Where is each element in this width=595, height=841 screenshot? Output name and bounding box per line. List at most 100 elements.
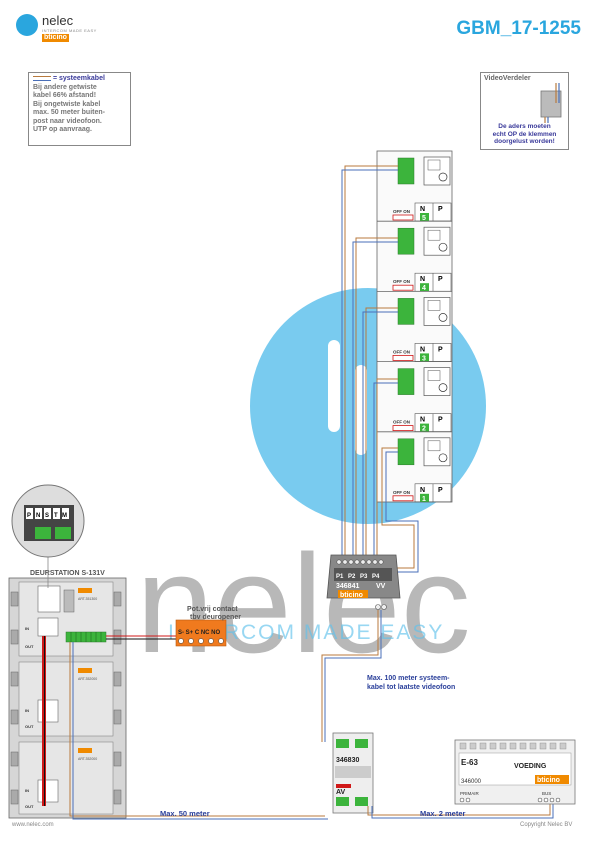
p-label: P bbox=[438, 206, 443, 213]
terminal-block bbox=[397, 227, 415, 255]
off-on-label: OFF ON bbox=[393, 490, 410, 495]
off-on-label: OFF ON bbox=[393, 279, 410, 284]
module-art: ART.351300 bbox=[78, 597, 97, 601]
system-cable-swatch bbox=[33, 75, 51, 81]
out-label: OUT bbox=[25, 724, 34, 729]
footer-website: www.nelec.com bbox=[12, 822, 54, 828]
monitor-number: 2 bbox=[422, 426, 426, 433]
port-label: P4 bbox=[372, 574, 380, 580]
monitor-unit: OFF ON N P 2 bbox=[377, 361, 452, 433]
off-on-label: OFF ON bbox=[393, 420, 410, 425]
power-supply: E-63 VOEDING 346000 bticino PRIMAIR BUS bbox=[454, 739, 576, 805]
legend-line: UTP op aanvraag. bbox=[33, 126, 93, 133]
cable-note-100: kabel tot laatste videofoon bbox=[367, 684, 455, 691]
p-label: P bbox=[438, 487, 443, 494]
n-label: N bbox=[420, 346, 425, 353]
port-label: P1 bbox=[336, 574, 344, 580]
in-label: IN bbox=[25, 626, 29, 631]
splitter-note-line: De aders moeten bbox=[498, 123, 551, 130]
video-distributor: P1 P2 P3 P4 346841 VV bticino bbox=[326, 554, 401, 610]
splitter-note-line: echt OP de klemmen bbox=[492, 130, 557, 138]
bticino-logo: bticino bbox=[42, 34, 69, 42]
n-label: N bbox=[420, 487, 425, 494]
video-splitter-title: VideoVerdeler bbox=[484, 75, 531, 82]
monitor-number: 1 bbox=[422, 496, 426, 503]
relay-caption: Pot.vrij contact bbox=[187, 606, 238, 613]
door-station: ART.351300 ART.352000 ART.352000 IN OUT … bbox=[8, 577, 127, 819]
monitor-unit: OFF ON N P 1 bbox=[377, 431, 452, 503]
video-splitter-note: VideoVerdeler De aders moeten echt OP de… bbox=[480, 72, 569, 150]
p-label: P bbox=[438, 417, 443, 424]
module-art: ART.352000 bbox=[78, 677, 97, 681]
psu-title: VOEDING bbox=[514, 763, 547, 770]
p-label: P bbox=[438, 346, 443, 353]
monitor-number: 3 bbox=[422, 355, 426, 362]
splitter-note-line: doorgelust worden! bbox=[494, 138, 555, 145]
legend-title: = systeemkabel bbox=[52, 75, 105, 82]
monitor-cables bbox=[341, 165, 419, 573]
module-art: ART.352000 bbox=[78, 757, 97, 761]
watermark-tagline: INTERCOM MADE EASY bbox=[168, 621, 444, 644]
legend-line: kabel 66% afstand! bbox=[33, 92, 97, 99]
terminal-block bbox=[397, 438, 415, 466]
camera-module bbox=[37, 585, 61, 613]
terminal-block bbox=[397, 368, 415, 395]
psu-bus: BUS bbox=[542, 791, 551, 796]
in-label: IN bbox=[25, 788, 29, 793]
cable-note-2: Max. 2 meter bbox=[420, 809, 466, 818]
distributor-model: 346841 bbox=[336, 583, 359, 590]
in-label: IN bbox=[25, 708, 29, 713]
psu-model: E-63 bbox=[461, 758, 478, 767]
psu-brand: bticino bbox=[537, 777, 560, 784]
relay-caption: tbv deuropener bbox=[190, 614, 241, 621]
volume-knob-icon bbox=[438, 242, 448, 252]
out-label: OUT bbox=[25, 804, 34, 809]
nelec-logo-icon bbox=[16, 14, 38, 36]
port-label: P2 bbox=[348, 574, 356, 580]
distributor-vv: VV bbox=[376, 583, 386, 590]
off-on-label: OFF ON bbox=[393, 209, 410, 214]
volume-knob-icon bbox=[438, 313, 448, 322]
psu-cable bbox=[367, 802, 554, 819]
backbone-cable bbox=[321, 610, 382, 742]
monitor-unit: OFF ON N P 5 bbox=[392, 156, 452, 222]
cable-legend-note: = systeemkabel Bij andere getwiste kabel… bbox=[28, 72, 131, 146]
port-label: P3 bbox=[360, 574, 368, 580]
door-station-cable bbox=[69, 642, 328, 820]
legend-line: max. 50 meter buiten- bbox=[33, 109, 105, 116]
legend-line: Bij ongetwiste kabel bbox=[33, 100, 101, 108]
document-id: GBM_17-1255 bbox=[456, 18, 581, 39]
p-label: P bbox=[438, 276, 443, 283]
interface-av: AV bbox=[336, 789, 346, 796]
volume-knob-icon bbox=[438, 172, 448, 182]
cable-note-100: Max. 100 meter systeem- bbox=[367, 675, 450, 682]
volume-knob-icon bbox=[438, 383, 448, 392]
cable-note-50: Max. 50 meter bbox=[160, 809, 210, 818]
interface-model: 346830 bbox=[336, 757, 359, 764]
watermark-word: nelec bbox=[136, 525, 471, 682]
out-label: OUT bbox=[25, 644, 34, 649]
keypad-key: T bbox=[54, 513, 58, 519]
relay-terminals: S- S+ C NC NO bbox=[178, 630, 221, 636]
terminal-block bbox=[397, 157, 415, 185]
legend-line: post naar videofoon. bbox=[33, 117, 102, 125]
brand-tagline: INTERCOM MADE EASY bbox=[42, 28, 97, 33]
keypad-key: M bbox=[62, 513, 67, 519]
door-relay: S- S+ C NC NO bbox=[106, 619, 227, 647]
psu-art: 346000 bbox=[461, 779, 482, 785]
n-label: N bbox=[420, 417, 425, 424]
volume-knob-icon bbox=[438, 453, 448, 463]
brand-name: nelec bbox=[42, 13, 74, 28]
n-label: N bbox=[420, 206, 425, 213]
footer-copyright: Copyright Nelec BV bbox=[520, 822, 573, 828]
monitor-number: 5 bbox=[422, 215, 426, 222]
keypad-key: N bbox=[36, 513, 40, 519]
keypad-key: P bbox=[27, 513, 31, 519]
keypad-detail: P N S T M bbox=[11, 484, 85, 588]
keypad-key: S bbox=[45, 513, 49, 519]
n-label: N bbox=[420, 276, 425, 283]
legend-line: Bij andere getwiste bbox=[33, 83, 97, 91]
